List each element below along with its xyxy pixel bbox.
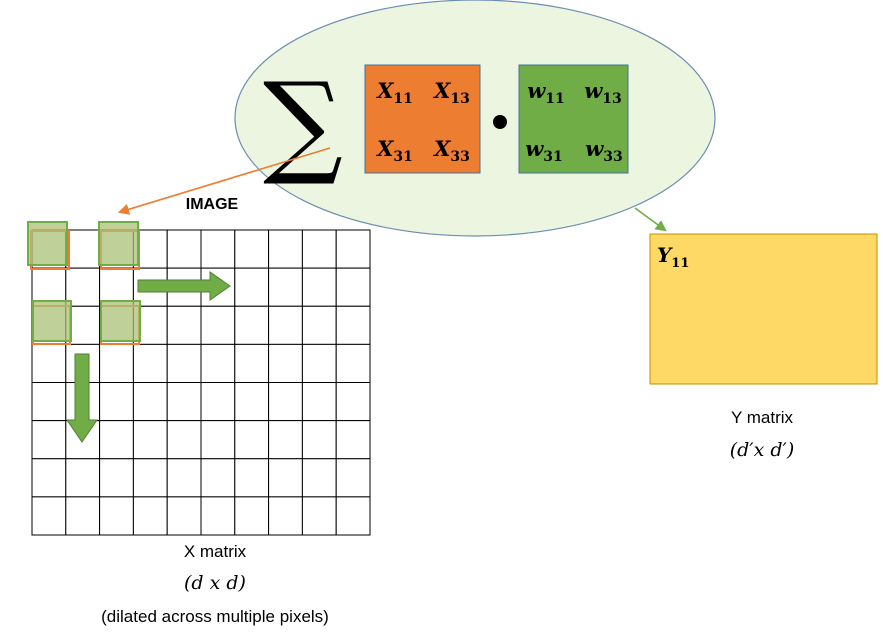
w-kernel: w11 w13 w31 w33 <box>518 64 629 174</box>
x-matrix-cell <box>335 229 371 269</box>
x-matrix-cell <box>166 305 202 345</box>
x-matrix-cell <box>31 496 67 536</box>
x-matrix-cell <box>301 267 337 307</box>
x-matrix-cell <box>234 267 270 307</box>
x-matrix-cell <box>335 420 371 460</box>
x-matrix-cell <box>234 496 270 536</box>
x-matrix-cell <box>335 305 371 345</box>
down-shift-arrow-icon <box>66 353 98 443</box>
dilated-kernel-highlights <box>27 221 141 345</box>
x-matrix-cell <box>65 496 101 536</box>
x-matrix-cell <box>132 382 168 422</box>
x-matrix-cell <box>65 229 101 269</box>
x-matrix-cell <box>335 343 371 383</box>
w-kernel-cell: w11 <box>527 78 565 107</box>
x-matrix-cell <box>166 343 202 383</box>
x-matrix-cell <box>65 267 101 307</box>
x-matrix-cell <box>166 458 202 498</box>
x-kernel: X11 X13 X31 X33 <box>364 64 481 174</box>
dot-operator-icon <box>493 115 507 129</box>
x-matrix-cell <box>335 267 371 307</box>
x-matrix-cell <box>132 343 168 383</box>
x-matrix-cell <box>166 229 202 269</box>
x-matrix-cell <box>31 458 67 498</box>
x-matrix-cell <box>200 496 236 536</box>
x-kernel-cell: X31 <box>375 136 413 165</box>
sum-to-output-arrow <box>634 207 667 232</box>
x-matrix-cell <box>200 458 236 498</box>
x-matrix-cell <box>268 267 303 307</box>
x-matrix-cell <box>99 382 134 422</box>
x-matrix-cell <box>65 458 101 498</box>
x-matrix-cell <box>166 382 202 422</box>
w-kernel-cell: w31 <box>525 136 563 165</box>
x-matrix-cell <box>301 229 337 269</box>
x-matrix-cell <box>268 496 303 536</box>
x-matrix-cell <box>234 343 270 383</box>
y-matrix-dims: (d′x d′) <box>730 439 795 461</box>
x-matrix-cell <box>335 458 371 498</box>
highlight-square <box>32 300 72 345</box>
x-kernel-cell: X11 <box>375 78 413 107</box>
w-kernel-cell: w33 <box>585 136 623 165</box>
x-matrix-cell <box>301 458 337 498</box>
x-matrix-cell <box>99 343 134 383</box>
x-matrix-title: X matrix <box>184 542 247 561</box>
highlight-square <box>98 221 140 270</box>
x-matrix-cell <box>166 420 202 460</box>
x-matrix-cell <box>99 420 134 460</box>
x-matrix-cell <box>268 343 303 383</box>
x-matrix-cell <box>99 458 134 498</box>
x-matrix-cell <box>234 458 270 498</box>
x-matrix-cell <box>31 420 67 460</box>
x-matrix-cell <box>200 420 236 460</box>
x-matrix-cell <box>301 496 337 536</box>
image-label: IMAGE <box>186 196 239 213</box>
x-matrix-cell <box>234 305 270 345</box>
x-matrix-cell <box>301 420 337 460</box>
y-matrix-title: Y matrix <box>731 408 794 427</box>
x-matrix-cell <box>99 496 134 536</box>
highlight-square <box>27 221 70 270</box>
x-matrix-note: (dilated across multiple pixels) <box>101 607 329 626</box>
x-matrix-cell <box>31 382 67 422</box>
x-matrix-cell <box>268 229 303 269</box>
sum-symbol: ∑ <box>263 59 343 189</box>
right-shift-arrow-icon <box>137 271 231 301</box>
x-matrix-cell <box>268 382 303 422</box>
highlight-square <box>100 300 141 345</box>
x-matrix-cell <box>301 305 337 345</box>
x-matrix-cell <box>234 420 270 460</box>
y-matrix <box>649 233 878 385</box>
x-matrix-cell <box>31 343 67 383</box>
x-matrix-cell <box>132 496 168 536</box>
x-matrix-cell <box>268 305 303 345</box>
x-matrix-cell <box>31 267 67 307</box>
x-matrix-cell <box>132 420 168 460</box>
x-matrix-cell <box>200 305 236 345</box>
x-matrix-cell <box>234 382 270 422</box>
x-matrix-cell <box>335 382 371 422</box>
x-matrix-cell <box>301 343 337 383</box>
x-kernel-cell: X13 <box>432 78 470 107</box>
x-matrix-cell <box>132 458 168 498</box>
x-matrix-cell <box>234 229 270 269</box>
x-matrix-cell <box>166 496 202 536</box>
x-matrix-cell <box>200 343 236 383</box>
x-matrix-dims: (d x d) <box>184 572 246 594</box>
x-matrix-cell <box>335 496 371 536</box>
x-kernel-cell: X33 <box>432 136 470 165</box>
x-matrix-cell <box>200 382 236 422</box>
w-kernel-cell: w13 <box>584 78 622 107</box>
x-matrix-cell <box>200 229 236 269</box>
x-matrix-cell <box>268 458 303 498</box>
sum-to-image-arrow <box>117 147 331 215</box>
x-matrix-cell <box>301 382 337 422</box>
y-matrix-cell: Y11 <box>657 243 689 271</box>
x-matrix-cell <box>268 420 303 460</box>
